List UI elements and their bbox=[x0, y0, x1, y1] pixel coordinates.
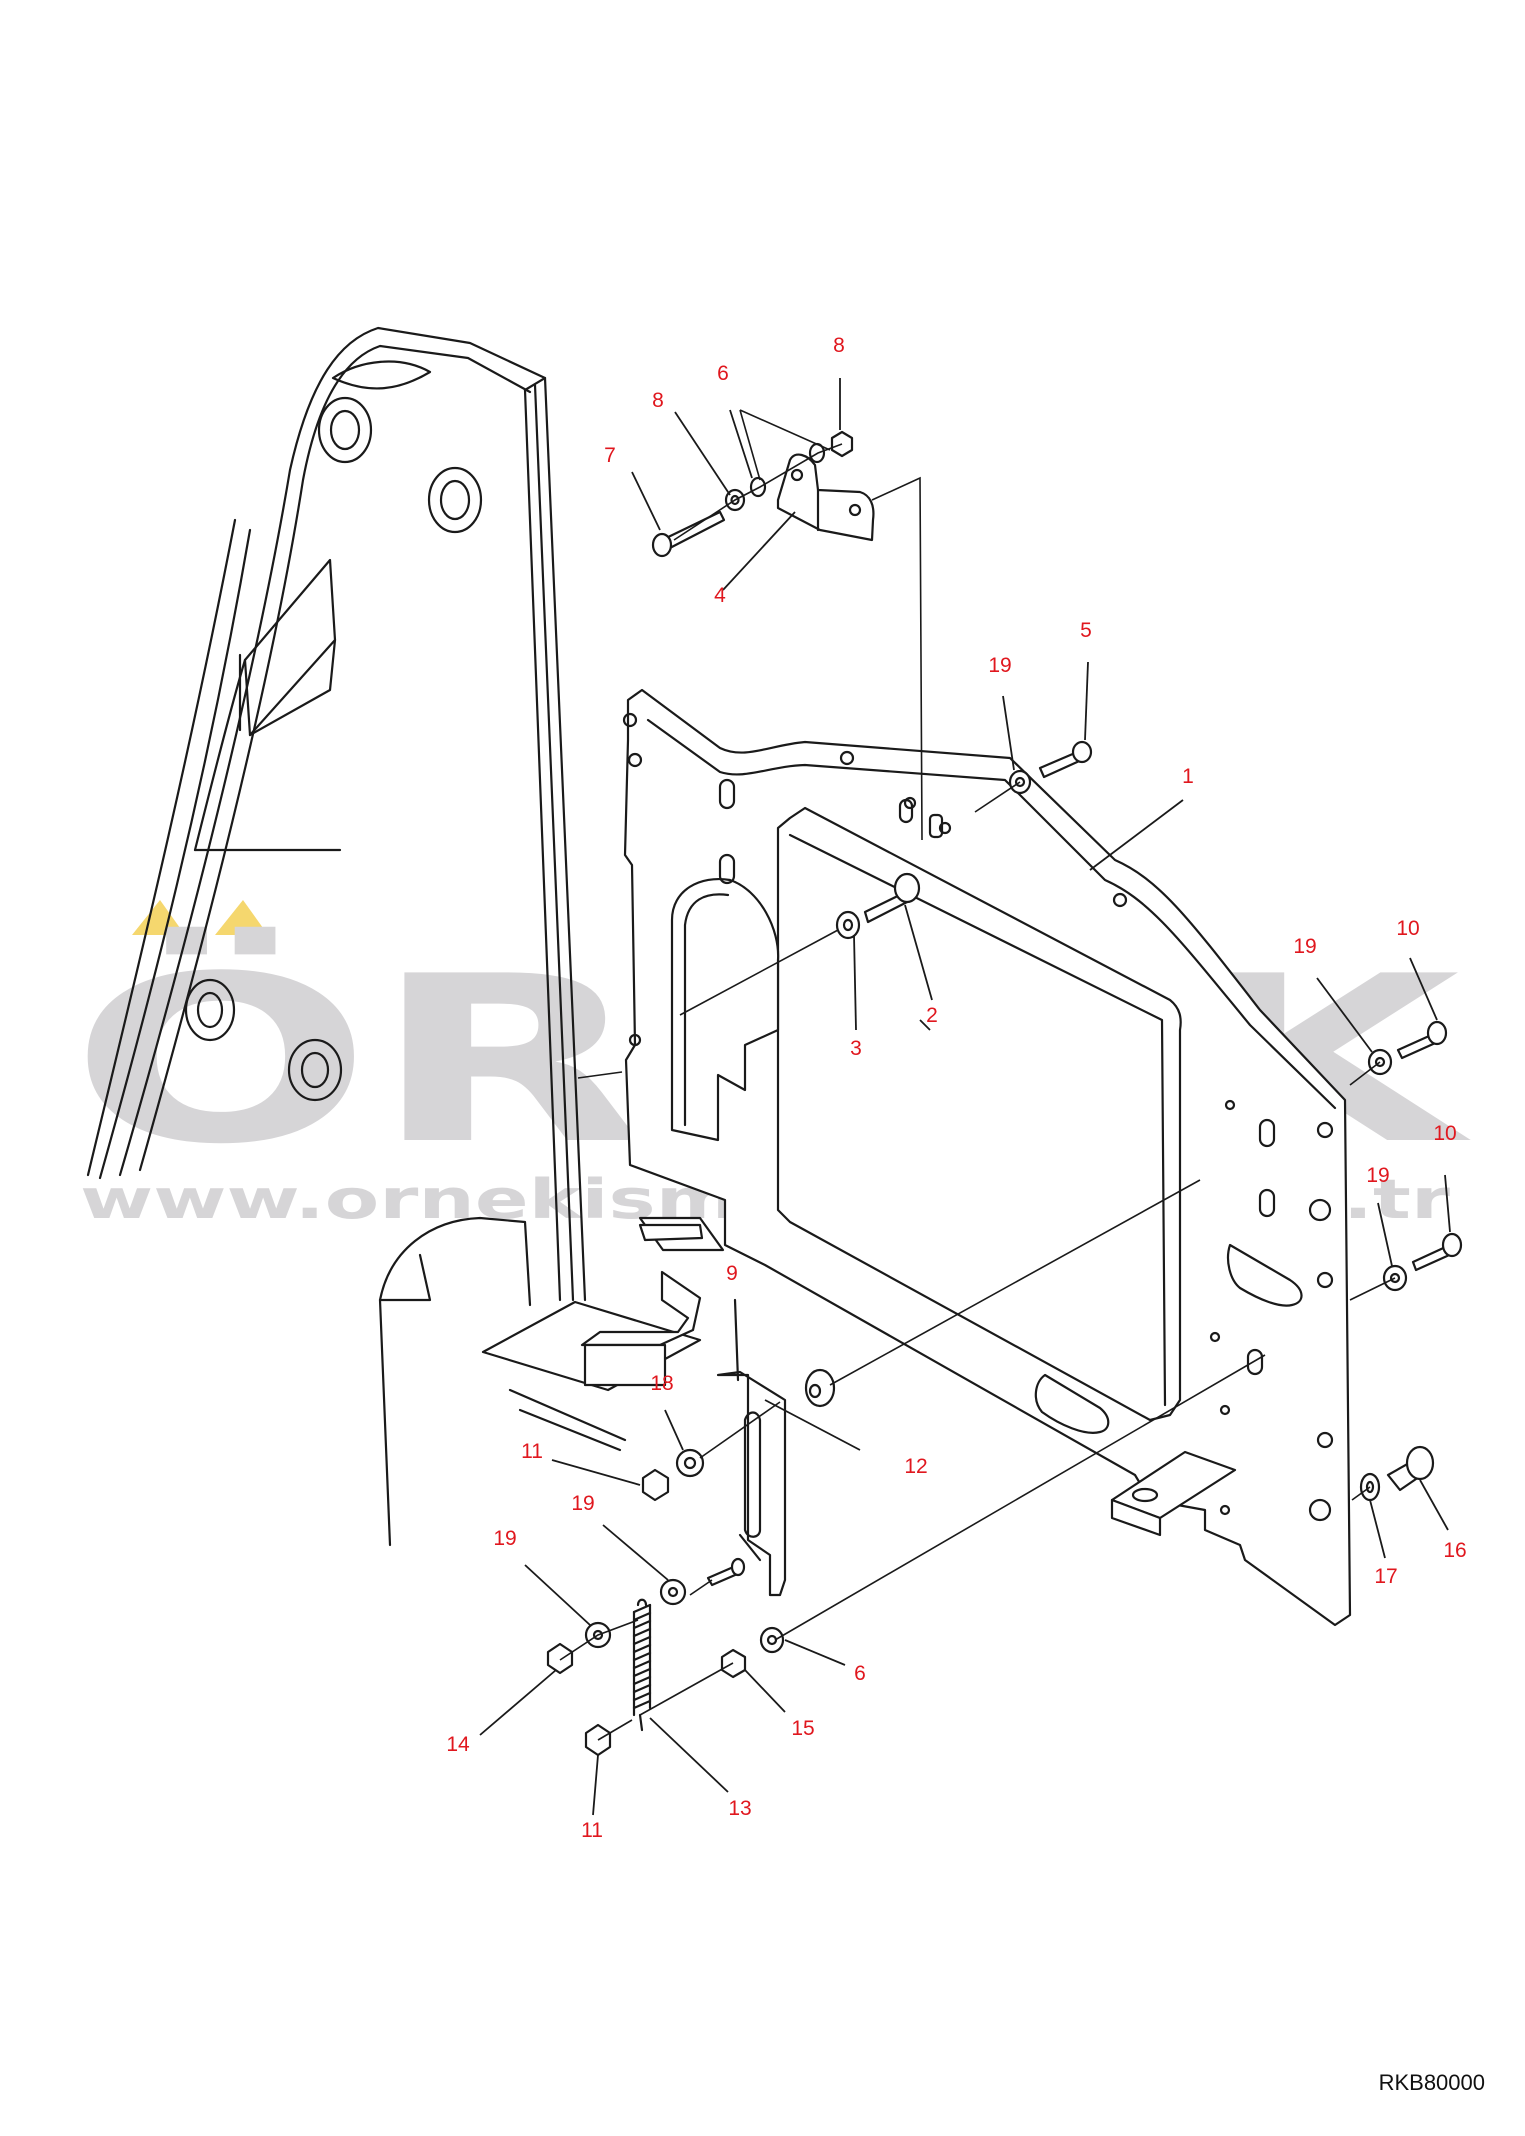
callout-5: 5 bbox=[1080, 619, 1092, 642]
bracket-lower-left bbox=[481, 1216, 725, 1452]
callout-19-right-lower: 19 bbox=[1366, 1164, 1389, 1187]
callout-12: 12 bbox=[904, 1455, 927, 1478]
callout-16: 16 bbox=[1443, 1539, 1466, 1562]
callout-8-left: 8 bbox=[652, 389, 664, 412]
callout-19-left: 19 bbox=[493, 1527, 516, 1550]
slotted-bracket-part-9 bbox=[716, 1298, 787, 1597]
callout-9: 9 bbox=[726, 1262, 738, 1285]
bracket-part-4 bbox=[776, 453, 875, 542]
callout-6-bottom: 6 bbox=[854, 1662, 866, 1685]
callout-19-right-upper: 19 bbox=[1293, 935, 1316, 958]
callout-13: 13 bbox=[728, 1797, 751, 1820]
callout-2: 2 bbox=[926, 1004, 938, 1027]
callout-15: 15 bbox=[791, 1717, 814, 1740]
leader-lines bbox=[479, 378, 1451, 1816]
callout-4: 4 bbox=[714, 584, 726, 607]
callout-3: 3 bbox=[850, 1037, 862, 1060]
callout-17: 17 bbox=[1374, 1565, 1397, 1588]
assembly-lines bbox=[559, 409, 1396, 1741]
callout-labels: 1 2 3 4 5 6 6 7 8 8 9 10 10 11 11 12 13 … bbox=[446, 334, 1466, 1842]
watermark-accent-right bbox=[215, 900, 268, 935]
callout-10-upper: 10 bbox=[1396, 917, 1419, 940]
callout-1: 1 bbox=[1182, 765, 1194, 788]
drawing-code: RKB80000 bbox=[1378, 2070, 1485, 2095]
bracket-lower-right bbox=[638, 1223, 1237, 1537]
callout-19-top: 19 bbox=[988, 654, 1011, 677]
callout-8-top: 8 bbox=[833, 334, 845, 357]
callout-11-upper: 11 bbox=[521, 1440, 543, 1463]
callout-6-top: 6 bbox=[717, 362, 729, 385]
watermark-accent-left bbox=[132, 900, 185, 935]
callout-7: 7 bbox=[604, 444, 616, 467]
callout-18: 18 bbox=[650, 1372, 673, 1395]
loader-arm bbox=[86, 326, 587, 1547]
main-plate bbox=[622, 688, 1352, 1627]
callout-14: 14 bbox=[446, 1733, 470, 1756]
callout-10-lower: 10 bbox=[1433, 1122, 1456, 1145]
fasteners bbox=[546, 430, 1463, 1757]
callout-19-center: 19 bbox=[571, 1492, 594, 1515]
callout-11-lower: 11 bbox=[581, 1819, 603, 1842]
